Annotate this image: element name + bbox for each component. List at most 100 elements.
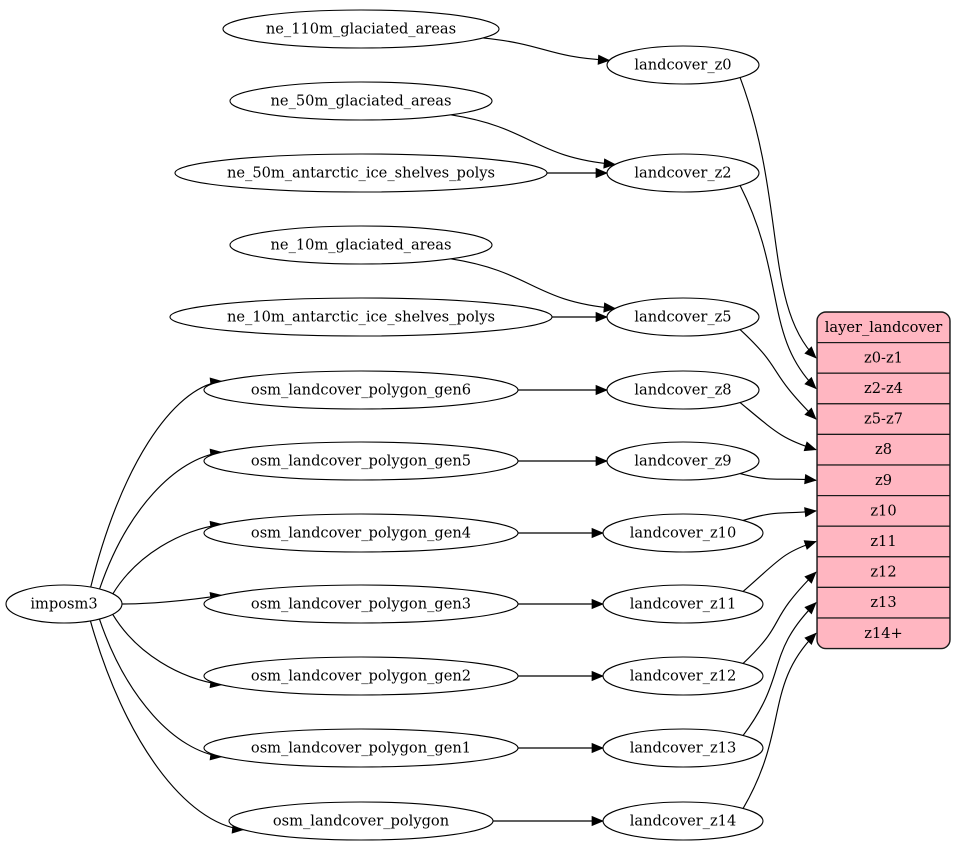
node-osm_landcover_polygon_gen1[interactable]: osm_landcover_polygon_gen1 bbox=[203, 728, 519, 768]
table-row-label: z8 bbox=[875, 441, 892, 458]
node-ellipse-layer bbox=[606, 441, 760, 481]
table-header-cell: layer_landcover bbox=[817, 312, 950, 344]
table-row-z14+[interactable]: z14+ bbox=[817, 617, 950, 649]
node-ellipse-layer bbox=[606, 153, 760, 193]
node-label: ne_50m_glaciated_areas bbox=[271, 93, 452, 110]
edge-imposm3-to-osm_landcover_polygon_gen4 bbox=[112, 523, 222, 595]
node-ellipse-layer bbox=[606, 297, 760, 337]
table-row-label: z9 bbox=[875, 472, 892, 489]
edge-imposm3-to-osm_landcover_polygon_gen5 bbox=[99, 451, 222, 590]
node-ne_50m_glaciated_areas[interactable]: ne_50m_glaciated_areas bbox=[229, 81, 493, 121]
edge-arrowhead bbox=[603, 302, 616, 313]
node-label: landcover_z8 bbox=[634, 382, 731, 399]
layer-landcover-table-body[interactable]: layer_landcover z0-z1 z2-z4 z5-z7 z8 z9 z10 z11… bbox=[817, 312, 950, 649]
table-row-z2-z4[interactable]: z2-z4 bbox=[817, 372, 950, 405]
node-label: ne_10m_antarctic_ice_shelves_polys bbox=[227, 309, 495, 326]
edge-landcover_z13-to-row-z13 bbox=[742, 602, 817, 736]
edge-arrowhead bbox=[804, 376, 817, 390]
node-ne_10m_antarctic_ice_shelves_polys[interactable]: ne_10m_antarctic_ice_shelves_polys bbox=[169, 297, 553, 337]
table-row-label: z0-z1 bbox=[864, 349, 903, 366]
table-row-rect bbox=[817, 495, 950, 527]
table-row-z9[interactable]: z9 bbox=[817, 464, 950, 497]
edge-arrowhead bbox=[595, 455, 608, 467]
edge-imposm3-to-osm_landcover_polygon_gen6 bbox=[90, 380, 222, 588]
node-label: landcover_z12 bbox=[630, 668, 736, 685]
edge-imposm3-to-osm_landcover_polygon bbox=[89, 620, 244, 831]
node-label: imposm3 bbox=[30, 596, 97, 613]
node-osm_landcover_polygon_gen2[interactable]: osm_landcover_polygon_gen2 bbox=[203, 656, 519, 696]
table-row-label: z14+ bbox=[864, 625, 903, 642]
node-ne_50m_antarctic_ice_shelves_polys[interactable]: ne_50m_antarctic_ice_shelves_polys bbox=[174, 153, 548, 193]
node-landcover_z2[interactable]: landcover_z2 bbox=[606, 153, 760, 193]
table-row-z11[interactable]: z11 bbox=[817, 525, 950, 558]
node-osm_landcover_polygon[interactable]: osm_landcover_polygon bbox=[228, 801, 494, 841]
edge-ne_50m_glaciated_areas-to-landcover_z2 bbox=[450, 114, 616, 166]
node-label: landcover_z14 bbox=[630, 813, 736, 830]
table-row-label: z5-z7 bbox=[864, 411, 903, 428]
node-osm_landcover_polygon_gen6[interactable]: osm_landcover_polygon_gen6 bbox=[203, 370, 519, 410]
edge-landcover_z8-to-row-z8 bbox=[739, 402, 817, 451]
edge-landcover_z5-to-row-z5-z7 bbox=[739, 329, 817, 420]
node-ellipse-source bbox=[5, 584, 123, 624]
node-landcover_z5[interactable]: landcover_z5 bbox=[606, 297, 760, 337]
edge-arrowhead bbox=[591, 742, 604, 754]
edge-arrowhead bbox=[595, 384, 608, 396]
table-row-label: z11 bbox=[870, 533, 896, 550]
node-ellipse-layer bbox=[606, 370, 760, 410]
edge-arrowhead bbox=[804, 407, 817, 420]
node-label: landcover_z13 bbox=[630, 740, 736, 757]
edge-arrowhead bbox=[591, 670, 604, 682]
table-header-label: layer_landcover bbox=[825, 319, 942, 336]
table-row-rect bbox=[817, 372, 950, 405]
edge-arrowhead bbox=[595, 311, 608, 323]
node-ellipse-input bbox=[222, 9, 500, 49]
table-row-z0-z1[interactable]: z0-z1 bbox=[817, 342, 950, 374]
node-label: landcover_z9 bbox=[634, 453, 731, 470]
node-ellipse-layer bbox=[602, 513, 764, 553]
table-row-label: z2-z4 bbox=[864, 380, 903, 397]
node-label: landcover_z11 bbox=[630, 596, 736, 613]
table-row-z13[interactable]: z13 bbox=[817, 586, 950, 619]
node-landcover_z11[interactable]: landcover_z11 bbox=[602, 584, 764, 624]
edge-ne_10m_glaciated_areas-to-landcover_z5 bbox=[450, 258, 616, 310]
node-label: landcover_z10 bbox=[630, 525, 736, 542]
node-osm_landcover_polygon_gen4[interactable]: osm_landcover_polygon_gen4 bbox=[203, 513, 519, 553]
node-osm_landcover_polygon_gen5[interactable]: osm_landcover_polygon_gen5 bbox=[203, 441, 519, 481]
node-ellipse-input bbox=[229, 225, 493, 265]
edge-arrowhead bbox=[603, 158, 616, 169]
node-label: landcover_z2 bbox=[634, 165, 731, 182]
node-landcover_z10[interactable]: landcover_z10 bbox=[602, 513, 764, 553]
node-imposm3[interactable]: imposm3 bbox=[5, 584, 123, 624]
node-label: landcover_z0 bbox=[634, 57, 731, 74]
node-ellipse-layer bbox=[602, 584, 764, 624]
table-row-z5-z7[interactable]: z5-z7 bbox=[817, 403, 950, 435]
node-ne_10m_glaciated_areas[interactable]: ne_10m_glaciated_areas bbox=[229, 225, 493, 265]
nodes-layer: imposm3 ne_110m_glaciated_areas ne_50m_gla… bbox=[5, 9, 764, 841]
edge-arrowhead bbox=[591, 527, 604, 539]
edge-arrowhead bbox=[804, 507, 817, 518]
node-label: ne_10m_glaciated_areas bbox=[271, 237, 452, 254]
node-label: osm_landcover_polygon_gen1 bbox=[251, 740, 471, 757]
node-label: landcover_z5 bbox=[634, 309, 731, 326]
node-landcover_z14[interactable]: landcover_z14 bbox=[602, 801, 764, 841]
node-landcover_z13[interactable]: landcover_z13 bbox=[602, 728, 764, 768]
edge-landcover_z0-to-row-z0-z1 bbox=[739, 77, 817, 359]
edge-ne_110m_glaciated_areas-to-landcover_z0 bbox=[482, 37, 610, 61]
table-row-rect bbox=[817, 403, 950, 435]
node-landcover_z0[interactable]: landcover_z0 bbox=[606, 45, 760, 85]
node-label: osm_landcover_polygon_gen6 bbox=[251, 382, 471, 399]
node-ellipse-input bbox=[203, 656, 519, 696]
node-osm_landcover_polygon_gen3[interactable]: osm_landcover_polygon_gen3 bbox=[203, 584, 519, 624]
node-landcover_z8[interactable]: landcover_z8 bbox=[606, 370, 760, 410]
edge-arrowhead bbox=[591, 598, 604, 610]
node-landcover_z9[interactable]: landcover_z9 bbox=[606, 441, 760, 481]
node-landcover_z12[interactable]: landcover_z12 bbox=[602, 656, 764, 696]
node-ne_110m_glaciated_areas[interactable]: ne_110m_glaciated_areas bbox=[222, 9, 500, 49]
node-ellipse-layer bbox=[602, 801, 764, 841]
table-row-z10[interactable]: z10 bbox=[817, 495, 950, 527]
table-row-z8[interactable]: z8 bbox=[817, 433, 950, 466]
node-ellipse-input bbox=[203, 584, 519, 624]
table-row-z12[interactable]: z12 bbox=[817, 556, 950, 588]
